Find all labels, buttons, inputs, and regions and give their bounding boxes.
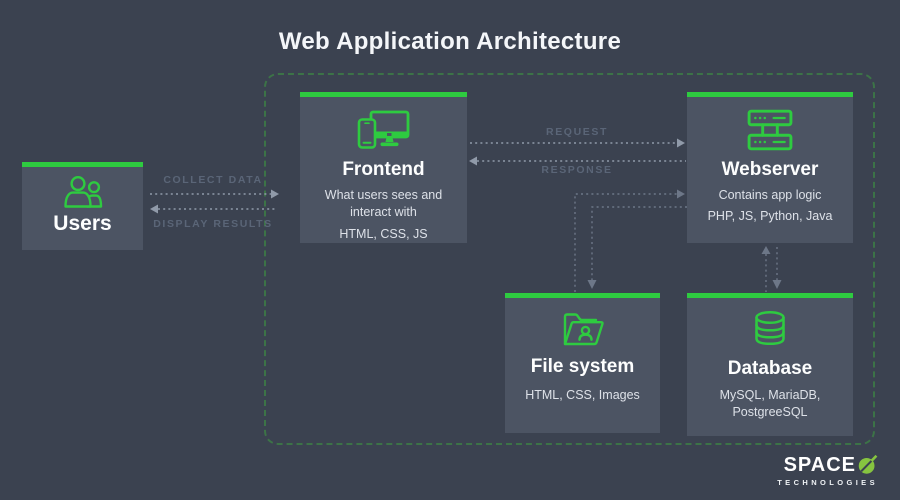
database-node: Database MySQL, MariaDB, PostgreeSQL [687,293,853,436]
users-node: Users [22,162,143,250]
webserver-node: Webserver Contains app logic PHP, JS, Py… [687,92,853,243]
accent-bar [687,293,853,298]
filesystem-node: File system HTML, CSS, Images [505,293,660,433]
folder-user-icon [505,310,660,348]
accent-bar [505,293,660,298]
node-technologies: MySQL, MariaDB, PostgreeSQL [719,388,821,420]
node-title: Database [727,358,813,379]
application-boundary [264,73,875,445]
accent-bar [22,162,143,167]
users-icon [22,174,143,210]
spaceo-logo: SPACE TECHNOLOGIES [777,454,878,487]
devices-icon [300,109,467,151]
logo-brand-text: SPACE [783,453,856,476]
page-title: Web Application Architecture [278,28,622,55]
node-title: Webserver [721,159,819,180]
logo-subtext: TECHNOLOGIES [777,478,878,487]
node-technologies: PHP, JS, Python, Java [707,209,833,224]
database-icon [687,310,853,350]
collect-data-arrow [150,189,279,199]
frontend-node: Frontend What users sees and interact wi… [300,92,467,243]
node-title: Users [53,212,112,235]
node-title: File system [530,356,635,377]
node-description: What users sees and interact with [324,188,443,220]
accent-bar [687,92,853,97]
display-results-label: DISPLAY RESULTS [153,218,273,230]
node-technologies: HTML, CSS, JS [339,226,428,241]
node-technologies: HTML, CSS, Images [525,388,640,402]
slashed-o-icon [857,454,878,475]
node-title: Frontend [342,159,425,180]
display-results-arrow [150,204,277,214]
collect-data-label: COLLECT DATA [163,174,263,186]
node-description: Contains app logic [718,188,822,202]
response-label: RESPONSE [541,164,613,176]
accent-bar [300,92,467,97]
request-label: REQUEST [546,126,608,138]
server-icon [687,109,853,151]
